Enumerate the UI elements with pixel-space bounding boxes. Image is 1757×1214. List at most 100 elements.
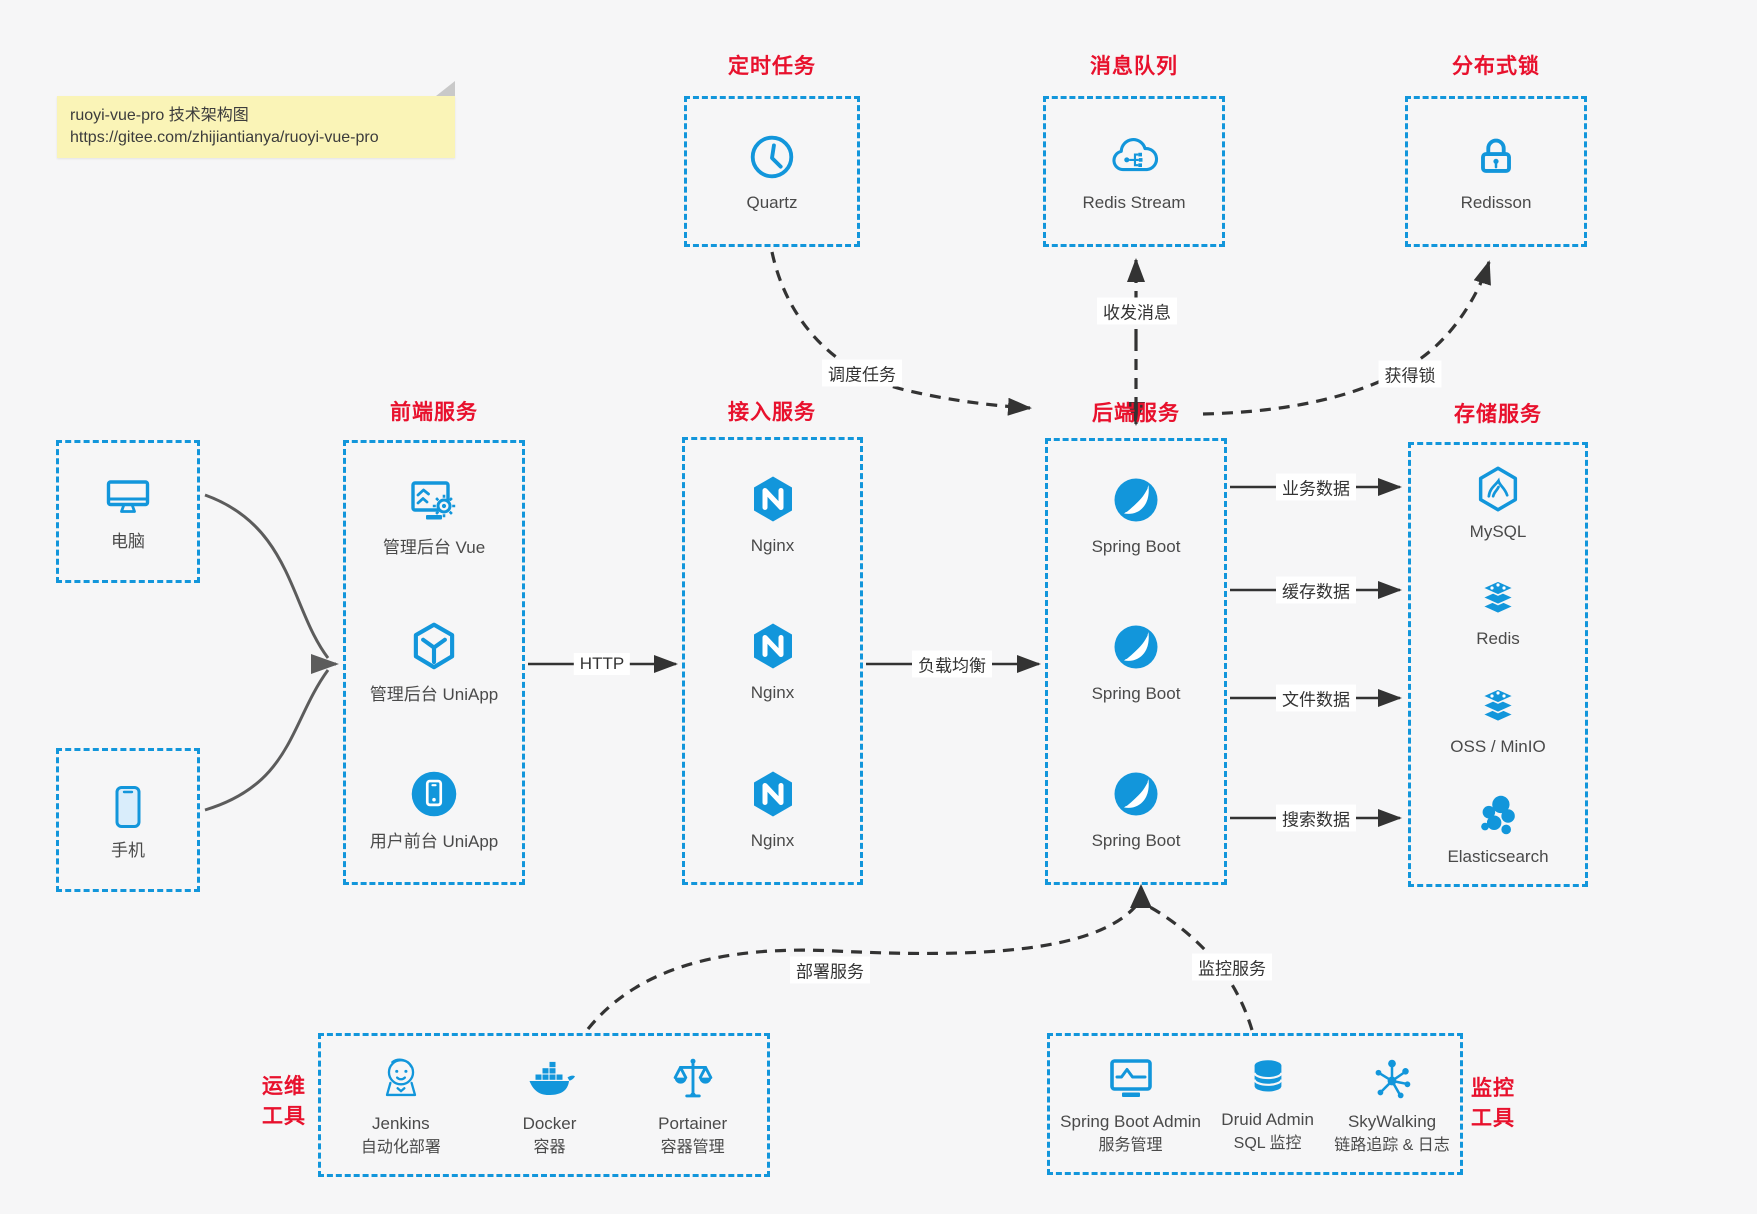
title-ops-tools: 运维 工具 <box>262 1072 306 1132</box>
edge-label-schedule: 调度任务 <box>822 359 902 387</box>
nginx-node-3: Nginx <box>745 766 801 851</box>
frontend-vue-label: 管理后台 Vue <box>382 537 486 557</box>
note-fold-corner <box>436 81 455 96</box>
nginx-node-2: Nginx <box>745 618 801 703</box>
frontend-vue-node: 管理后台 Vue <box>383 473 485 558</box>
pc-box: 电脑 <box>56 440 200 583</box>
title-monitor-line1: 监控 <box>1471 1077 1515 1100</box>
gateway-box: Nginx Nginx Nginx <box>682 437 863 885</box>
title-message-queue: 消息队列 <box>1090 55 1178 78</box>
elasticsearch-node: Elasticsearch <box>1447 791 1549 867</box>
nginx-label-3: Nginx <box>750 830 795 850</box>
quartz-node: Quartz <box>745 130 799 213</box>
clock-icon <box>750 135 794 179</box>
redis-stream-label: Redis Stream <box>1082 192 1186 212</box>
redisson-node: Redisson <box>1461 130 1531 213</box>
nginx-icon <box>753 623 792 669</box>
monitor-box: Spring Boot Admin 服务管理 Druid Admin SQL 监… <box>1047 1033 1463 1175</box>
title-gateway-services: 接入服务 <box>728 401 816 424</box>
edge-label-monitoring: 监控服务 <box>1192 953 1272 981</box>
edge-label-cache-data: 缓存数据 <box>1276 576 1356 604</box>
scales-icon <box>673 1059 712 1098</box>
edge-label-messages: 收发消息 <box>1097 297 1177 325</box>
springboot-node-2: Spring Boot <box>1091 619 1181 704</box>
lock-icon <box>1481 138 1511 173</box>
sba-desc: 服务管理 <box>1098 1136 1163 1154</box>
druid-label: Druid Admin <box>1221 1110 1314 1130</box>
nginx-icon <box>753 476 792 522</box>
docker-desc: 容器 <box>533 1138 566 1156</box>
nginx-node-1: Nginx <box>745 471 801 556</box>
nginx-label-2: Nginx <box>750 683 795 703</box>
skywalking-node: SkyWalking 链路追踪 & 日志 <box>1334 1051 1450 1156</box>
elasticsearch-label: Elasticsearch <box>1447 846 1549 866</box>
docker-node: Docker 容器 <box>521 1051 579 1158</box>
cube-icon <box>413 622 455 670</box>
skywalking-label: SkyWalking <box>1347 1112 1437 1132</box>
title-backend-services: 后端服务 <box>1092 402 1180 425</box>
druid-node: Druid Admin SQL 监控 <box>1221 1053 1314 1154</box>
portainer-label: Portainer <box>658 1114 728 1134</box>
springboot-label-1: Spring Boot <box>1091 536 1181 556</box>
jenkins-node: Jenkins 自动化部署 <box>361 1051 441 1158</box>
druid-desc: SQL 监控 <box>1233 1134 1302 1152</box>
smartphone-icon <box>115 785 141 828</box>
mysql-node: MySQL <box>1469 462 1527 542</box>
title-storage-services: 存储服务 <box>1454 403 1542 426</box>
docker-icon <box>529 1062 575 1096</box>
portainer-desc: 容器管理 <box>660 1138 725 1156</box>
oss-minio-label: OSS / MinIO <box>1450 737 1546 757</box>
mobile-app-icon <box>411 771 457 817</box>
storage-box: MySQL Redis OSS / Mi <box>1408 442 1588 887</box>
edge-label-acquire-lock: 获得锁 <box>1378 360 1442 388</box>
sba-label: Spring Boot Admin <box>1060 1112 1201 1132</box>
frontend-box: 管理后台 Vue 管理后台 UniApp 用户前台 UniApp <box>343 440 525 885</box>
redis-label: Redis <box>1476 629 1520 649</box>
oss-node: OSS / MinIO <box>1450 683 1546 757</box>
portainer-node: Portainer 容器管理 <box>658 1051 727 1158</box>
nginx-label-1: Nginx <box>750 535 795 555</box>
spring-boot-icon <box>1114 772 1158 816</box>
mq-box: Redis Stream <box>1043 96 1225 247</box>
spring-boot-icon <box>1114 625 1158 669</box>
mysql-label: MySQL <box>1469 521 1527 541</box>
scheduler-box: Quartz <box>684 96 860 247</box>
pc-node: 电脑 <box>99 470 157 552</box>
springboot-node-3: Spring Boot <box>1092 766 1180 851</box>
edge-label-load-balance: 负载均衡 <box>912 650 992 678</box>
frontend-uniapp-user-node: 用户前台 UniApp <box>370 765 498 852</box>
frontend-uniapp-admin-label: 管理后台 UniApp <box>369 684 499 704</box>
redis-stream-node: Redis Stream <box>1082 130 1186 213</box>
edge-label-search-data: 搜索数据 <box>1276 804 1356 832</box>
nginx-icon <box>753 771 792 817</box>
phone-label: 手机 <box>111 840 145 860</box>
cloud-queue-icon <box>1112 137 1159 171</box>
note-url: https://gitee.com/zhijiantianya/ruoyi-vu… <box>70 129 379 146</box>
redis-icon <box>1480 580 1516 615</box>
phone-node: 手机 <box>100 779 156 861</box>
title-monitor-tools: 监控 工具 <box>1471 1074 1515 1134</box>
edge-label-deploy: 部署服务 <box>790 956 870 984</box>
title-ops-line2: 工具 <box>262 1105 306 1128</box>
jenkins-label: Jenkins <box>372 1114 430 1134</box>
title-ops-line1: 运维 <box>262 1075 306 1098</box>
skywalking-desc: 链路追踪 & 日志 <box>1334 1136 1450 1154</box>
jenkins-icon <box>385 1058 416 1097</box>
jenkins-desc: 自动化部署 <box>360 1138 441 1156</box>
note-title: ruoyi-vue-pro 技术架构图 <box>70 107 249 124</box>
spring-boot-icon <box>1114 478 1158 522</box>
edge-label-http: HTTP <box>573 653 631 675</box>
desktop-icon <box>106 480 150 514</box>
quartz-label: Quartz <box>746 192 798 212</box>
edge-label-file-data: 文件数据 <box>1276 684 1356 712</box>
springboot-label-2: Spring Boot <box>1091 683 1181 703</box>
admin-monitor-icon <box>1109 1059 1152 1098</box>
frontend-uniapp-admin-node: 管理后台 UniApp <box>370 618 498 705</box>
trace-network-icon <box>1375 1060 1411 1099</box>
edge-label-business-data: 业务数据 <box>1276 473 1356 501</box>
phone-box: 手机 <box>56 748 200 892</box>
title-scheduled-tasks: 定时任务 <box>728 55 816 78</box>
title-monitor-line2: 工具 <box>1471 1107 1515 1130</box>
admin-vue-icon <box>411 481 456 520</box>
